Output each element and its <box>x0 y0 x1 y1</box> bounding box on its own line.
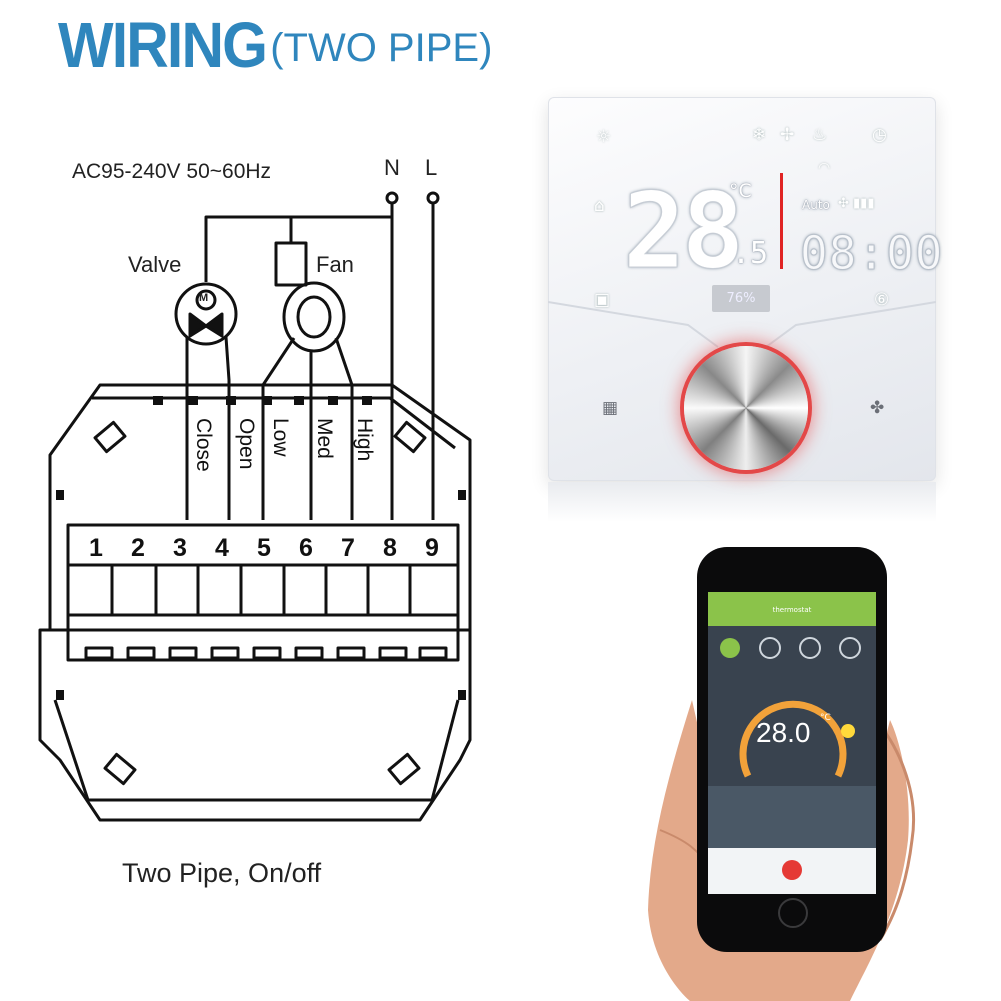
snowflake-icon[interactable]: ❄ <box>752 125 767 145</box>
title-sub: (TWO PIPE) <box>270 26 493 70</box>
app-mode-icon <box>799 637 821 659</box>
fan-high-wire <box>334 337 354 520</box>
terminal-number-3: 3 <box>173 534 187 562</box>
mount-screw-bl <box>103 752 137 786</box>
thermostat-panel-lines <box>548 301 936 348</box>
fan-mode-icon[interactable]: ✢ <box>780 125 795 145</box>
app-content <box>708 626 876 848</box>
supply-voltage-label: AC95-240V 50~60Hz <box>72 160 272 183</box>
fan-housing <box>282 281 346 353</box>
display-divider <box>780 173 783 269</box>
valve-label: Valve <box>128 252 182 277</box>
valve-motor-label: M <box>199 292 209 304</box>
mount-screw-tl <box>93 420 127 454</box>
valve-left-triangle <box>188 312 208 338</box>
menu-grid-icon[interactable]: ▦ <box>602 398 619 418</box>
valve-right-triangle <box>204 312 224 338</box>
fan-level-icon: ✣ ▮▮▮ <box>838 196 875 211</box>
live-terminal-dot <box>426 191 440 205</box>
humidity-display: 76% <box>712 285 770 312</box>
housing-lower-outline <box>38 628 472 822</box>
thermostat-shadow <box>548 482 936 522</box>
terminal-number-6: 6 <box>299 534 313 562</box>
fan-body <box>274 241 308 287</box>
fan-label: Fan <box>316 252 354 277</box>
clock-display: 08:00 <box>799 226 944 281</box>
valve-symbol <box>174 282 238 346</box>
terminal-number-7: 7 <box>341 534 355 562</box>
mount-screw-tr <box>393 420 427 454</box>
app-lock-icon <box>839 637 861 659</box>
app-title: thermostat <box>772 606 812 614</box>
terminal-number-2: 2 <box>131 534 145 562</box>
sun-icon[interactable]: ☼ <box>596 127 612 147</box>
clock-icon[interactable]: ◷ <box>872 125 887 145</box>
terminal-number-1: 1 <box>89 534 103 562</box>
app-temperature-unit: °C <box>820 713 831 723</box>
terminal-number-5: 5 <box>257 534 271 562</box>
app-settings-icon <box>759 637 781 659</box>
phone-screen: thermostat <box>708 592 876 894</box>
terminal-label-med: Med <box>313 418 336 459</box>
mount-screw-br <box>387 752 421 786</box>
temperature-decimal: .5 <box>732 236 769 271</box>
eco-icon[interactable]: ▣ <box>594 290 611 310</box>
home-icon: ⌂ <box>594 196 605 216</box>
temperature-handle <box>841 724 855 738</box>
terminal-number-9: 9 <box>425 534 439 562</box>
terminal-label-close: Close <box>192 418 215 472</box>
temperature-unit: °C <box>729 180 752 202</box>
terminal-strip-middle <box>66 563 460 617</box>
wifi-icon: ◠ <box>818 160 831 176</box>
terminal-strip-bottom <box>66 613 460 662</box>
power-saving-icon[interactable]: ⑥ <box>874 290 890 310</box>
mode-indicator: Auto <box>802 198 830 212</box>
valve-open-wire <box>224 336 231 520</box>
terminal-label-open: Open <box>235 418 258 470</box>
neutral-bus-wire <box>204 215 392 282</box>
current-temperature: 28 <box>622 170 744 293</box>
terminal-label-high: High <box>353 418 376 462</box>
fan-speed-icon[interactable]: ✤ <box>870 398 885 418</box>
temperature-arc <box>739 700 847 778</box>
power-button[interactable] <box>782 860 802 880</box>
fan-rotor <box>296 295 332 339</box>
neutral-terminal-dot <box>385 191 399 205</box>
terminal-number-4: 4 <box>215 534 229 562</box>
page-title: WIRING(TWO PIPE) <box>58 8 492 82</box>
terminal-label-low: Low <box>269 418 292 457</box>
home-button[interactable] <box>778 898 808 928</box>
live-label: L <box>425 155 438 180</box>
housing-lower-inner <box>53 699 460 802</box>
control-knob[interactable] <box>684 346 808 470</box>
terminal-number-8: 8 <box>383 534 397 562</box>
heater-icon[interactable]: ♨ <box>812 125 828 145</box>
app-power-icon <box>720 638 740 658</box>
title-main: WIRING <box>58 9 268 81</box>
valve-motor-circle <box>195 289 217 311</box>
diagram-caption: Two Pipe, On/off <box>122 858 322 888</box>
neutral-label: N <box>384 155 400 180</box>
app-temperature: 28.0 <box>756 717 811 748</box>
app-header <box>708 592 876 626</box>
